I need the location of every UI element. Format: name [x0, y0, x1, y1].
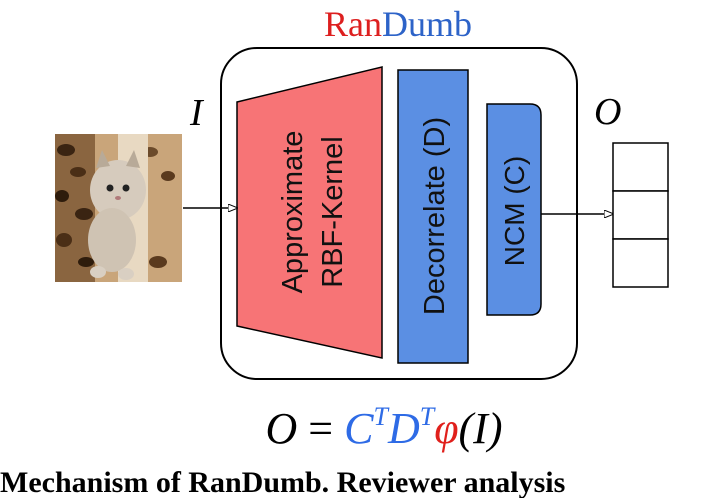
- kernel-label-line1: Approximate: [277, 131, 309, 294]
- formula-d-sup: T: [420, 402, 436, 431]
- ncm-label: NCM (C): [499, 156, 530, 266]
- rbf-kernel-block: [236, 66, 383, 359]
- figure-caption: Mechanism of RanDumb. Reviewer analysis: [0, 468, 566, 498]
- formula-c-sup: T: [373, 402, 389, 431]
- decorrelate-label: Decorrelate (D): [419, 117, 451, 315]
- kitten-photo-icon: [55, 134, 182, 282]
- output-cell-3: [612, 238, 669, 288]
- formula-phi: φ: [434, 404, 458, 453]
- diagram-title: RanDumb: [324, 4, 472, 44]
- input-label: I: [189, 92, 205, 134]
- title-dumb: Dumb: [382, 4, 472, 44]
- kernel-label-line2: RBF-Kernel: [317, 136, 349, 288]
- formula: O = CTDTφ(I): [266, 402, 503, 453]
- output-vector: [612, 142, 669, 288]
- output-label: O: [594, 91, 621, 133]
- output-cell-1: [612, 142, 669, 192]
- formula-arg: (I): [459, 404, 503, 453]
- decorrelate-block: [397, 69, 469, 364]
- formula-d: D: [387, 404, 420, 453]
- title-ran: Ran: [324, 4, 382, 44]
- output-cell-2: [612, 190, 669, 240]
- formula-c: C: [344, 404, 374, 453]
- formula-lhs: O: [266, 404, 298, 453]
- formula-equals: =: [297, 404, 344, 453]
- ncm-block: [486, 103, 542, 316]
